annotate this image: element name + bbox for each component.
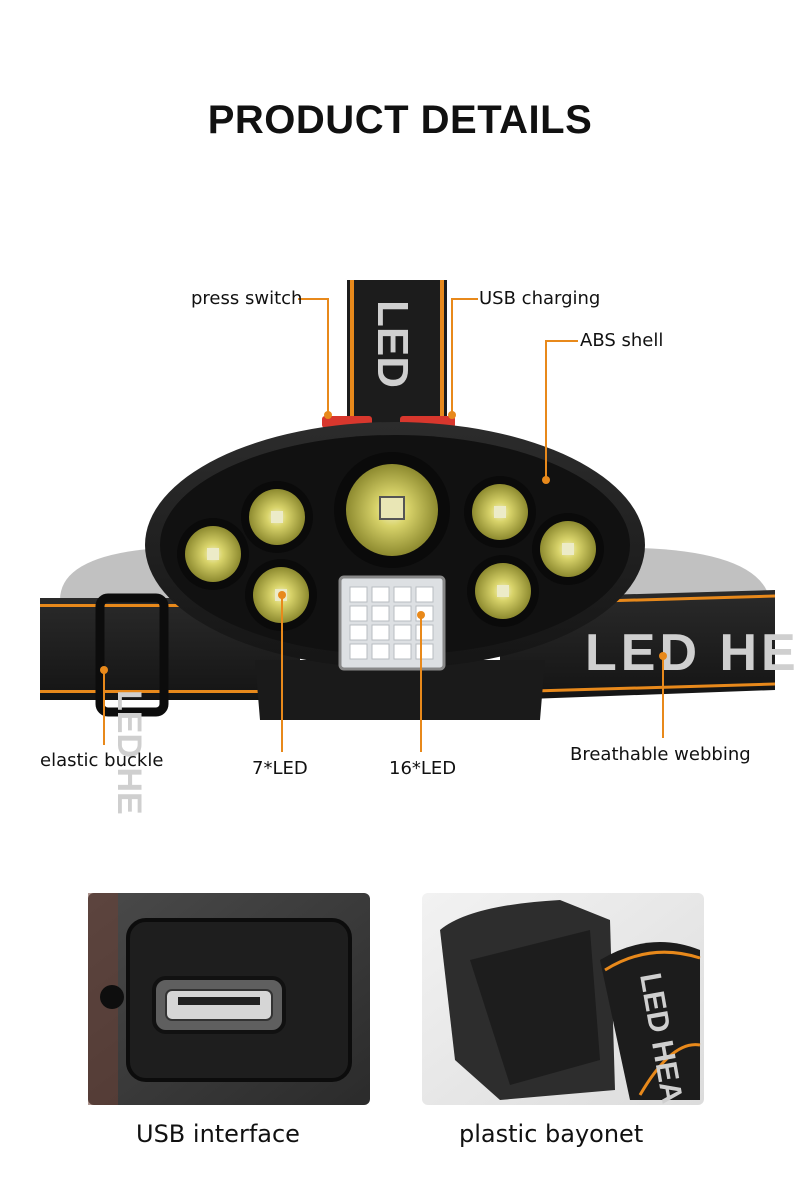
page-title: PRODUCT DETAILS <box>207 98 593 142</box>
caption-plastic-bayonet: plastic bayonet <box>459 1120 644 1148</box>
callout-dots <box>100 411 667 674</box>
callout-abs-shell: ABS shell <box>580 330 664 351</box>
thumb-usb-interface <box>88 893 370 1105</box>
callout-usb-charging: USB charging <box>479 288 601 309</box>
elastic-buckle-shape <box>95 593 169 717</box>
callout-elastic-buckle: elastic buckle <box>40 750 164 771</box>
callout-lines <box>103 298 664 752</box>
strap-right: LED HEA <box>499 590 800 700</box>
callout-press-switch: press switch <box>191 288 303 309</box>
callout-7-led: 7*LED <box>252 758 308 779</box>
strap-top: LED <box>347 280 447 430</box>
caption-usb-interface: USB interface <box>136 1120 300 1148</box>
cob-16-led-panel <box>338 575 446 671</box>
bracket <box>255 660 545 720</box>
strap-right-print: LED HEA <box>585 624 800 682</box>
callout-breathable-webbing: Breathable webbing <box>570 744 751 765</box>
strap-top-print: LED <box>368 300 417 388</box>
led-array-7 <box>177 452 604 631</box>
strap-left-print: LED HE <box>110 690 148 815</box>
thumb-plastic-bayonet: LED HEA <box>422 893 704 1106</box>
callout-16-led: 16*LED <box>389 758 457 779</box>
